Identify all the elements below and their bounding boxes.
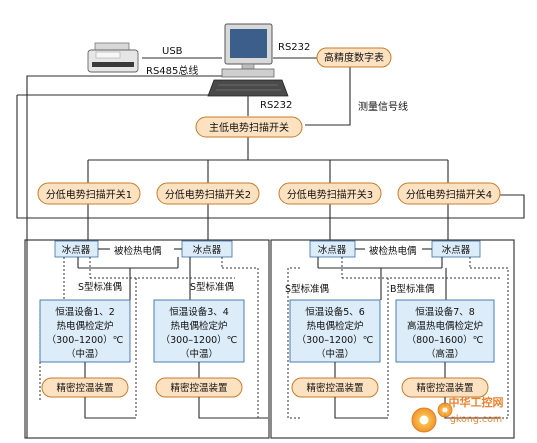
watermark-logo: 中华工控网 gkong.com — [411, 395, 504, 433]
ice-point-2: 冰点器 — [181, 240, 233, 258]
svg-text:分低电势扫描开关2: 分低电势扫描开关2 — [165, 188, 251, 201]
control-device-2: 精密控温装置 — [155, 377, 243, 398]
main-switch-label: 主低电势扫描开关 — [209, 121, 289, 134]
ice-point-1: 冰点器 — [54, 240, 99, 258]
svg-text:（300–1200）℃: （300–1200）℃ — [47, 334, 124, 346]
svg-text:（300–1200）℃: （300–1200）℃ — [297, 334, 374, 346]
s-std-label-3: S型标准偶 — [285, 283, 329, 295]
svg-text:分低电势扫描开关3: 分低电势扫描开关3 — [287, 188, 373, 201]
svg-text:（中温）: （中温） — [180, 348, 218, 360]
svg-text:冰点器: 冰点器 — [193, 244, 222, 256]
dmm-node: 高精度数字表 — [316, 47, 392, 68]
furnace-4: 恒温设备7、8 高温热电偶检定炉 （800–1600）℃ （高温） — [395, 299, 495, 363]
sub-switch-2: 分低电势扫描开关2 — [156, 182, 260, 205]
dmm-label: 高精度数字表 — [324, 51, 384, 64]
svg-text:冰点器: 冰点器 — [62, 244, 91, 256]
svg-text:（高温）: （高温） — [426, 348, 464, 360]
control-device-1: 精密控温装置 — [41, 377, 129, 398]
svg-text:热电偶检定炉: 热电偶检定炉 — [170, 320, 227, 332]
svg-text:（中温）: （中温） — [316, 348, 354, 360]
svg-text:（中温）: （中温） — [66, 348, 104, 360]
ice-point-3: 冰点器 — [309, 240, 356, 258]
watermark-url: gkong.com — [450, 414, 502, 425]
svg-text:分低电势扫描开关4: 分低电势扫描开关4 — [406, 188, 492, 201]
svg-text:恒温设备5、6: 恒温设备5、6 — [305, 306, 365, 318]
sub-switch-4: 分低电势扫描开关4 — [397, 182, 501, 205]
svg-text:精密控温装置: 精密控温装置 — [170, 382, 227, 394]
svg-text:（300–1200）℃: （300–1200）℃ — [161, 334, 238, 346]
svg-text:（800–1600）℃: （800–1600）℃ — [407, 334, 484, 346]
sub-switch-1: 分低电势扫描开关1 — [37, 182, 141, 205]
svg-text:恒温设备3、4: 恒温设备3、4 — [169, 306, 229, 318]
watermark-cn: 中华工控网 — [449, 395, 504, 409]
sub-switch-3: 分低电势扫描开关3 — [278, 182, 382, 205]
svg-text:冰点器: 冰点器 — [442, 244, 471, 256]
furnace-3: 恒温设备5、6 热电偶检定炉 （300–1200）℃ （中温） — [289, 299, 381, 363]
furnace-2: 恒温设备3、4 热电偶检定炉 （300–1200）℃ （中温） — [153, 299, 245, 363]
usb-label: USB — [162, 46, 183, 57]
s-std-label-1: S型标准偶 — [78, 281, 122, 293]
svg-text:精密控温装置: 精密控温装置 — [56, 382, 113, 394]
rs232-mid-label: RS232 — [260, 100, 292, 111]
control-device-3: 精密控温装置 — [291, 377, 379, 398]
measurement-signal-line — [305, 66, 351, 126]
svg-text:精密控温装置: 精密控温装置 — [416, 382, 473, 394]
sub-loop-line — [16, 95, 525, 219]
svg-text:恒温设备1、2: 恒温设备1、2 — [55, 306, 115, 318]
computer-icon — [207, 23, 289, 97]
printer-icon — [87, 42, 139, 73]
s-std-label-2: S型标准偶 — [190, 281, 234, 293]
tc-right-label: 被检热电偶 — [369, 245, 417, 257]
svg-text:冰点器: 冰点器 — [318, 244, 347, 256]
svg-text:热电偶检定炉: 热电偶检定炉 — [56, 320, 113, 332]
svg-text:恒温设备7、8: 恒温设备7、8 — [415, 306, 475, 318]
right-group-frame — [270, 239, 515, 439]
svg-text:高温热电偶检定炉: 高温热电偶检定炉 — [407, 320, 483, 332]
svg-text:分低电势扫描开关1: 分低电势扫描开关1 — [46, 188, 132, 201]
furnace-1: 恒温设备1、2 热电偶检定炉 （300–1200）℃ （中温） — [39, 299, 131, 363]
control-device-4: 精密控温装置 — [401, 377, 489, 398]
tc-left-label: 被检热电偶 — [114, 245, 162, 257]
svg-text:热电偶检定炉: 热电偶检定炉 — [306, 320, 363, 332]
b-std-label-4: B型标准偶 — [390, 283, 435, 295]
rs485-bus — [26, 75, 223, 438]
rs232-top-label: RS232 — [278, 42, 310, 53]
ice-point-4: 冰点器 — [431, 240, 481, 258]
main-switch-node: 主低电势扫描开关 — [195, 116, 303, 138]
rs485-label: RS485总线 — [146, 64, 198, 77]
meas-line-label: 测量信号线 — [358, 100, 408, 113]
svg-text:精密控温装置: 精密控温装置 — [306, 382, 363, 394]
